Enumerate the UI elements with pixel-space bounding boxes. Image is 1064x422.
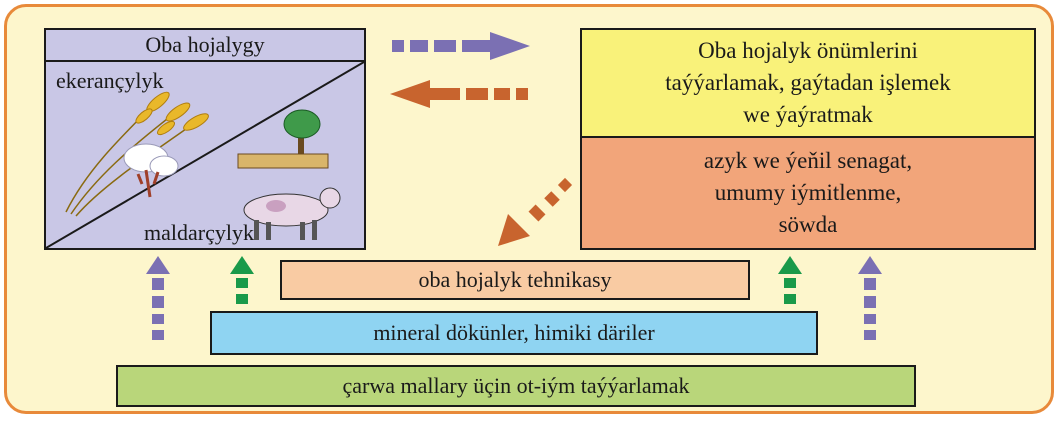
industry-line: söwda [778,212,838,237]
field-tree-icon [237,109,329,169]
farm-box: Oba hojalygy [44,28,366,250]
arrow-up-green-right-icon [778,256,802,304]
processing-line: Oba hojalyk önümlerini [698,38,918,63]
livestock-label: maldarçylyk [144,220,254,245]
fertilizer-layer: mineral dökünler, himiki däriler [210,311,818,355]
arrow-up-purple-left-icon [146,256,170,340]
cow-icon [243,187,341,240]
machinery-layer: oba hojalyk tehnikasy [280,260,750,300]
processing-line: we ýaýratmak [743,102,873,127]
industry-line: azyk we ýeňil senagat, [703,148,913,173]
processing-line: taýýarlamak, gaýtadan işlemek [665,70,951,95]
arrow-up-green-left-icon [230,256,254,304]
crop-label: ekerançylyk [56,68,164,93]
industry-box: azyk we ýeňil senagat, umumy iýmitlenme,… [580,136,1036,250]
arrow-up-purple-right-icon [858,256,882,340]
farm-illustration [46,62,364,248]
fodder-layer: çarwa mallary üçin ot-iým taýýarlamak [116,365,916,407]
farm-box-title: Oba hojalygy [46,30,364,62]
arrow-left-icon [390,80,528,108]
arrow-right-icon [392,32,530,60]
cotton-icon [123,143,179,198]
arrow-diagonal-icon [498,177,573,246]
industry-line: umumy iýmitlenme, [714,180,902,205]
